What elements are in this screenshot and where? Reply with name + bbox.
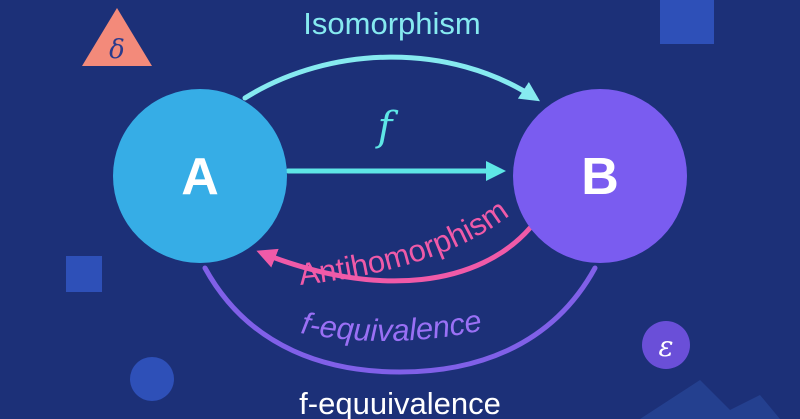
delta-symbol: δ <box>109 35 125 65</box>
decorative-square-left <box>66 256 102 292</box>
isomorphism-arrow <box>242 54 541 102</box>
f-equivalence-arc-label: f-equivalence <box>299 303 485 348</box>
decorative-circle-bottom-left <box>130 357 174 401</box>
isomorphism-label: Isomorphism <box>303 6 480 41</box>
node-b[interactable]: B <box>513 89 687 263</box>
bottom-caption: f-equuivalence <box>299 386 501 419</box>
node-a-label: A <box>181 148 219 206</box>
node-b-label: B <box>581 148 619 206</box>
decorative-square-top-right <box>660 0 714 44</box>
f-equivalence-arc <box>202 265 598 375</box>
antihomorphism-label-path: Antihomorphism <box>297 192 514 292</box>
node-a[interactable]: A <box>113 89 287 263</box>
antihomorphism-arrow <box>256 225 533 284</box>
decorative-wedge-bottom-right <box>640 380 780 419</box>
antihomorphism-label: Antihomorphism <box>297 192 514 292</box>
epsilon-symbol: ε <box>658 330 673 363</box>
delta-triangle-icon: δ <box>82 8 152 66</box>
epsilon-circle-icon: ε <box>642 321 690 369</box>
f-label: f <box>375 104 399 150</box>
f-equivalence-arc-label-path: f-equivalence <box>299 303 485 348</box>
